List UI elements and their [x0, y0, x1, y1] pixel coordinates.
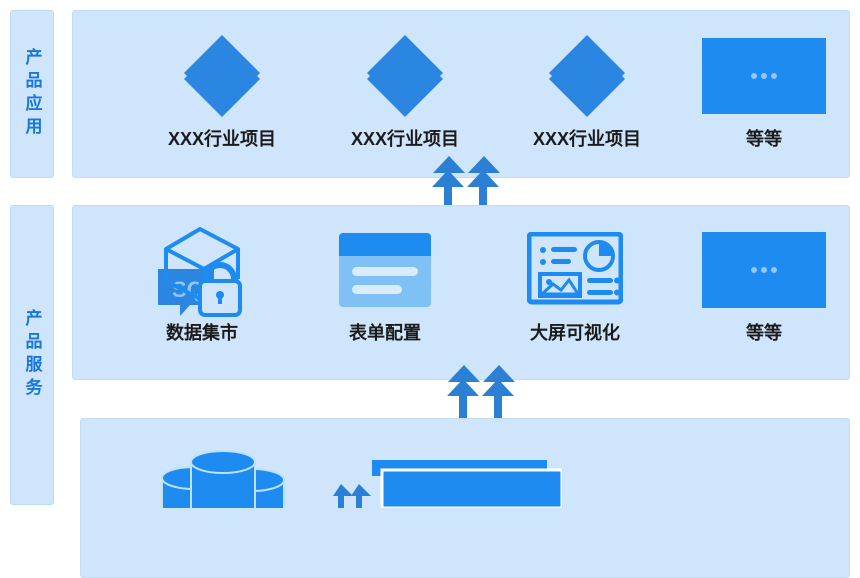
diagram-canvas: 产品应用 产品服务 XXX行业项目 — [10, 10, 860, 578]
item-label: 等等 — [746, 323, 782, 343]
rail-product-application: 产品应用 — [10, 10, 54, 178]
item-label: 数据集市 — [166, 323, 238, 343]
item-industry-project-3[interactable]: XXX行业项目 — [507, 28, 667, 148]
item-industry-project-1[interactable]: XXX行业项目 — [142, 28, 302, 148]
rail-product-service: 产品服务 — [10, 205, 54, 505]
item-label: 大屏可视化 — [530, 323, 620, 343]
rail-product-application-label: 产品应用 — [22, 48, 42, 140]
platform-inline-arrows — [333, 482, 373, 508]
item-label: XXX行业项目 — [532, 129, 642, 149]
data-mart-lock-icon: SQ — [154, 222, 250, 318]
item-application-more[interactable]: 等等 — [664, 28, 860, 148]
item-label: 等等 — [746, 129, 782, 149]
form-card-icon — [338, 222, 432, 318]
service-to-application-arrows — [432, 156, 504, 218]
item-label: XXX行业项目 — [350, 129, 460, 149]
item-label: 表单配置 — [349, 323, 421, 343]
item-service-more[interactable]: 等等 — [664, 222, 860, 342]
ellipsis-box — [702, 38, 826, 114]
ellipsis-box-icon — [702, 222, 826, 318]
item-data-mart[interactable]: SQ 数据集市 — [122, 222, 282, 342]
ellipsis-box — [702, 232, 826, 308]
nested-diamond-icon — [364, 28, 446, 124]
nested-diamond-icon — [181, 28, 263, 124]
nested-diamond-icon — [546, 28, 628, 124]
item-form-config[interactable]: 表单配置 — [305, 222, 465, 342]
item-database-cluster[interactable] — [158, 448, 288, 530]
item-industry-project-2[interactable]: XXX行业项目 — [325, 28, 485, 148]
rail-product-service-label: 产品服务 — [22, 309, 42, 401]
ellipsis-box-icon — [702, 28, 826, 124]
item-bigscreen-viz[interactable]: 大屏可视化 — [495, 222, 655, 342]
dashboard-screen-icon — [527, 222, 623, 318]
item-label: XXX行业项目 — [167, 129, 277, 149]
ellipsis-dots — [751, 267, 777, 273]
ellipsis-dots — [751, 73, 777, 79]
